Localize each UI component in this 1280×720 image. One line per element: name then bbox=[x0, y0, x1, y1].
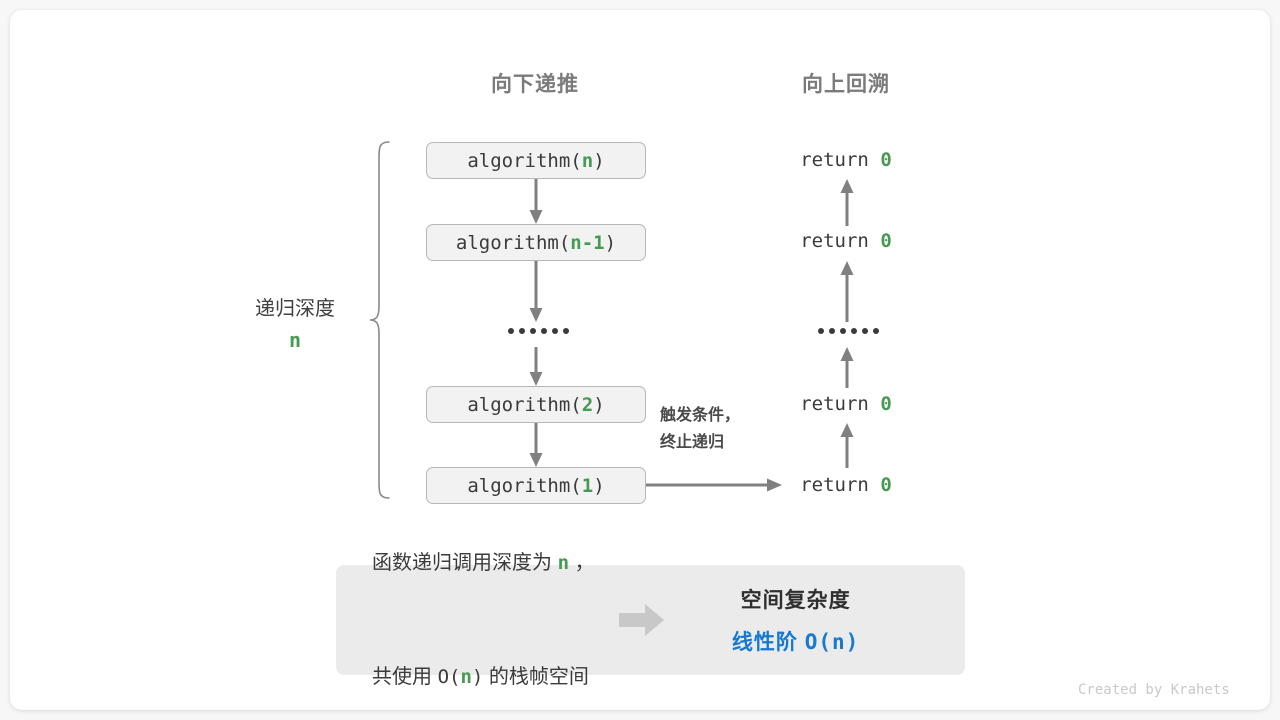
recursion-depth-label: 递归深度 n bbox=[195, 292, 395, 352]
summary-result-value: 线性阶 O(n) bbox=[731, 630, 860, 654]
block-arrow-right-icon bbox=[617, 601, 667, 639]
call-box-n: algorithm(n) bbox=[426, 142, 646, 179]
call-box-n-minus-1: algorithm(n-1) bbox=[426, 224, 646, 261]
summary-explanation: 函数递归调用深度为 n ， 共使用 O(n) 的栈帧空间 bbox=[372, 468, 595, 710]
call-box-text: algorithm(n) bbox=[467, 149, 605, 172]
arrow-up-4-icon bbox=[832, 422, 862, 468]
arrow-up-1-icon bbox=[832, 178, 862, 226]
return-label-4: return 0 bbox=[800, 474, 892, 496]
return-label-3: return 0 bbox=[800, 393, 892, 415]
diagram-canvas: 向下递推 向上回溯 递归深度 n algorithm(n) algorithm(… bbox=[10, 10, 1270, 710]
credit-text: Created by Krahets bbox=[1078, 682, 1230, 698]
summary-line-2: 共使用 O(n) 的栈帧空间 bbox=[372, 666, 589, 688]
arrow-down-1-icon bbox=[521, 179, 551, 225]
trigger-condition-note: 触发条件， 终止递归 bbox=[660, 402, 740, 456]
arrow-right-terminate-icon bbox=[646, 474, 786, 496]
summary-result-title: 空间复杂度 bbox=[740, 589, 851, 612]
heading-backtrack-up: 向上回溯 bbox=[802, 73, 890, 96]
arrow-down-2-icon bbox=[521, 261, 551, 323]
summary-line-1: 函数递归调用深度为 n ， bbox=[372, 552, 595, 574]
call-box-text: algorithm(n-1) bbox=[455, 231, 617, 254]
arrow-up-3-icon bbox=[832, 346, 862, 388]
trigger-note-line-2: 终止递归 bbox=[660, 434, 725, 451]
summary-result: 空间复杂度 线性阶 O(n) bbox=[689, 584, 903, 656]
call-stack-ellipsis bbox=[508, 328, 569, 334]
recursion-depth-title: 递归深度 bbox=[255, 298, 335, 320]
depth-brace-icon bbox=[365, 130, 405, 510]
summary-panel: 函数递归调用深度为 n ， 共使用 O(n) 的栈帧空间 空间复杂度 线性阶 O… bbox=[336, 552, 965, 688]
return-label-1: return 0 bbox=[800, 149, 892, 171]
return-ellipsis bbox=[818, 328, 879, 334]
call-box-text: algorithm(2) bbox=[467, 393, 605, 416]
trigger-note-line-1: 触发条件， bbox=[660, 407, 741, 424]
arrow-down-3-icon bbox=[521, 347, 551, 387]
return-label-2: return 0 bbox=[800, 230, 892, 252]
call-box-text: algorithm(1) bbox=[467, 474, 605, 497]
recursion-depth-value: n bbox=[288, 328, 302, 352]
call-box-1: algorithm(1) bbox=[426, 467, 646, 504]
arrow-up-2-icon bbox=[832, 260, 862, 322]
heading-recurse-down: 向下递推 bbox=[491, 73, 579, 96]
arrow-down-4-icon bbox=[521, 423, 551, 468]
call-box-2: algorithm(2) bbox=[426, 386, 646, 423]
